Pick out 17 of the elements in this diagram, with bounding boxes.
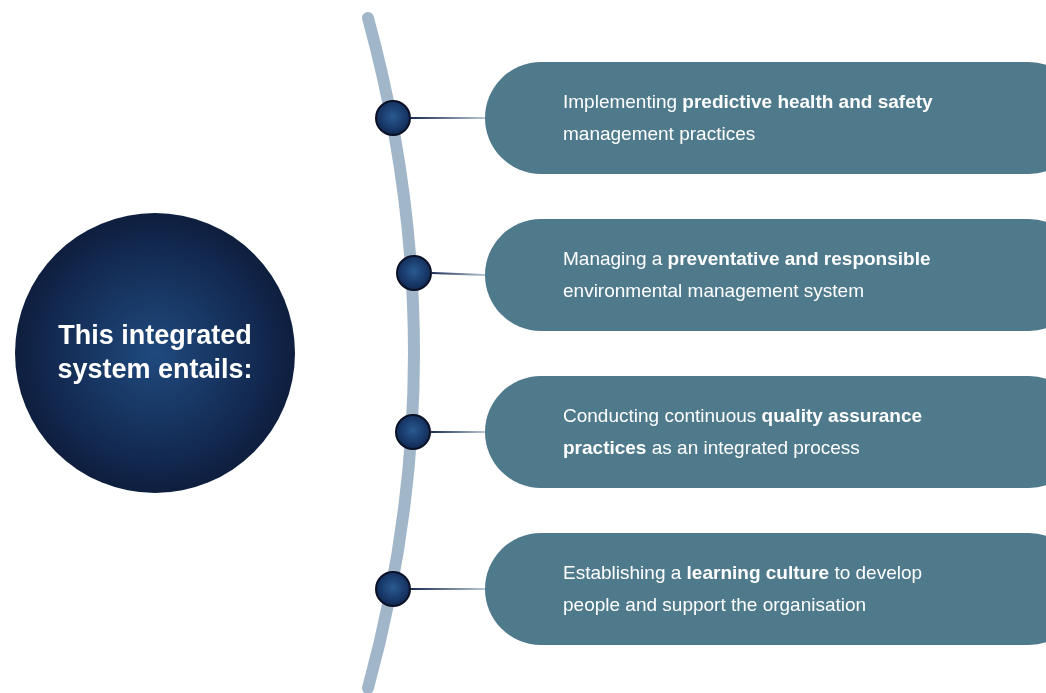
connector-dot: [375, 100, 411, 136]
connector-dot: [395, 414, 431, 450]
connector-dot: [375, 571, 411, 607]
connector-dot: [396, 255, 432, 291]
rounded-box: [485, 376, 1046, 488]
item-text: Establishing a learning culture to develop people and support the organisation: [563, 560, 924, 617]
connector-line: [430, 431, 486, 433]
item-text: Implementing predictive health and safety management practices: [563, 89, 934, 146]
heading-text: This integrated system entails:: [56, 319, 254, 386]
connector-line: [410, 588, 486, 590]
rounded-box: [485, 62, 1046, 174]
connector-line: [410, 117, 486, 119]
item-text: Conducting continuous quality assurance practices as an integrated process: [563, 403, 924, 460]
rounded-box: [485, 533, 1046, 645]
connector-line: [431, 272, 486, 276]
rounded-box: [485, 219, 1046, 331]
item-text: Managing a preventative and responsible environmental management system: [563, 246, 932, 303]
